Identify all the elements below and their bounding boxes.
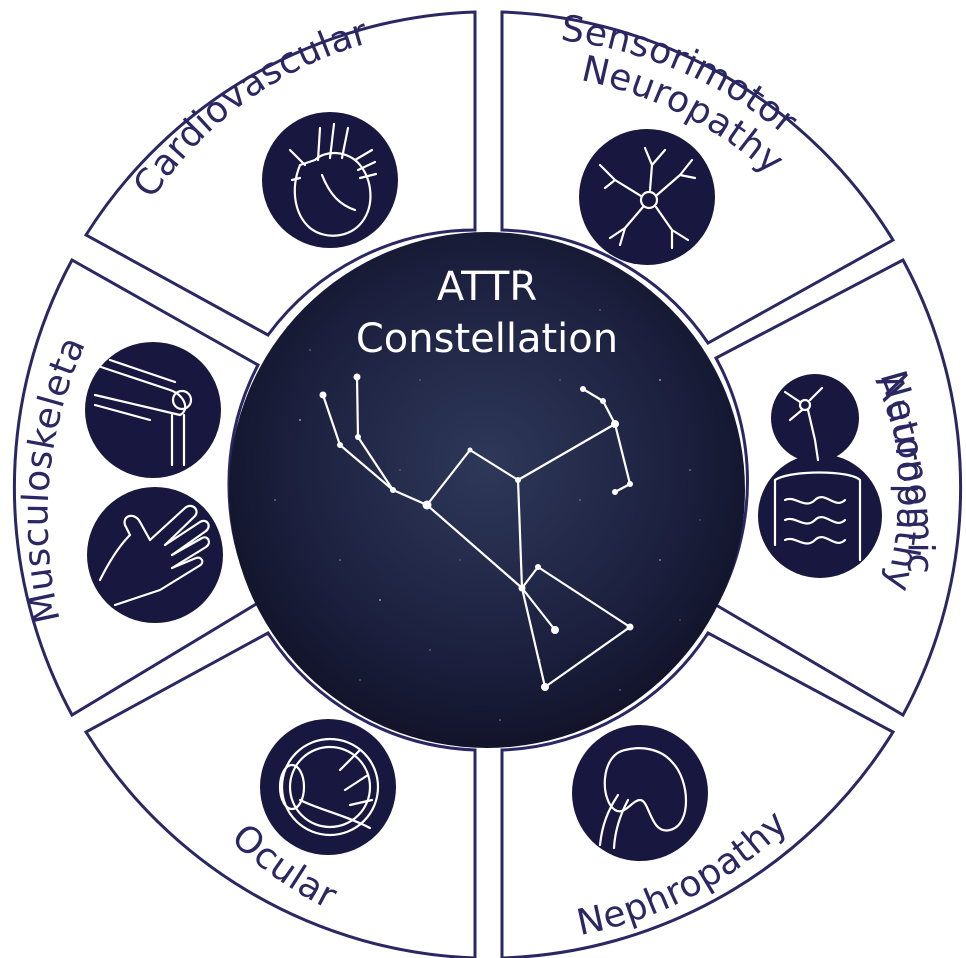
background-stars [274, 269, 701, 721]
constellation-stars [319, 373, 634, 691]
heart-icon [262, 112, 398, 248]
hand-icon [87, 487, 223, 623]
kidney-icon [572, 725, 708, 861]
knee-joint-icon [85, 342, 221, 478]
nerve-intestine-icon [758, 374, 882, 578]
center-title-line1: ATTR [437, 264, 537, 310]
neuron-icon [579, 129, 715, 265]
center-title-line2: Constellation [356, 316, 618, 362]
eye-icon [260, 719, 396, 855]
sky-circle: ATTR Constellation [229, 232, 745, 748]
